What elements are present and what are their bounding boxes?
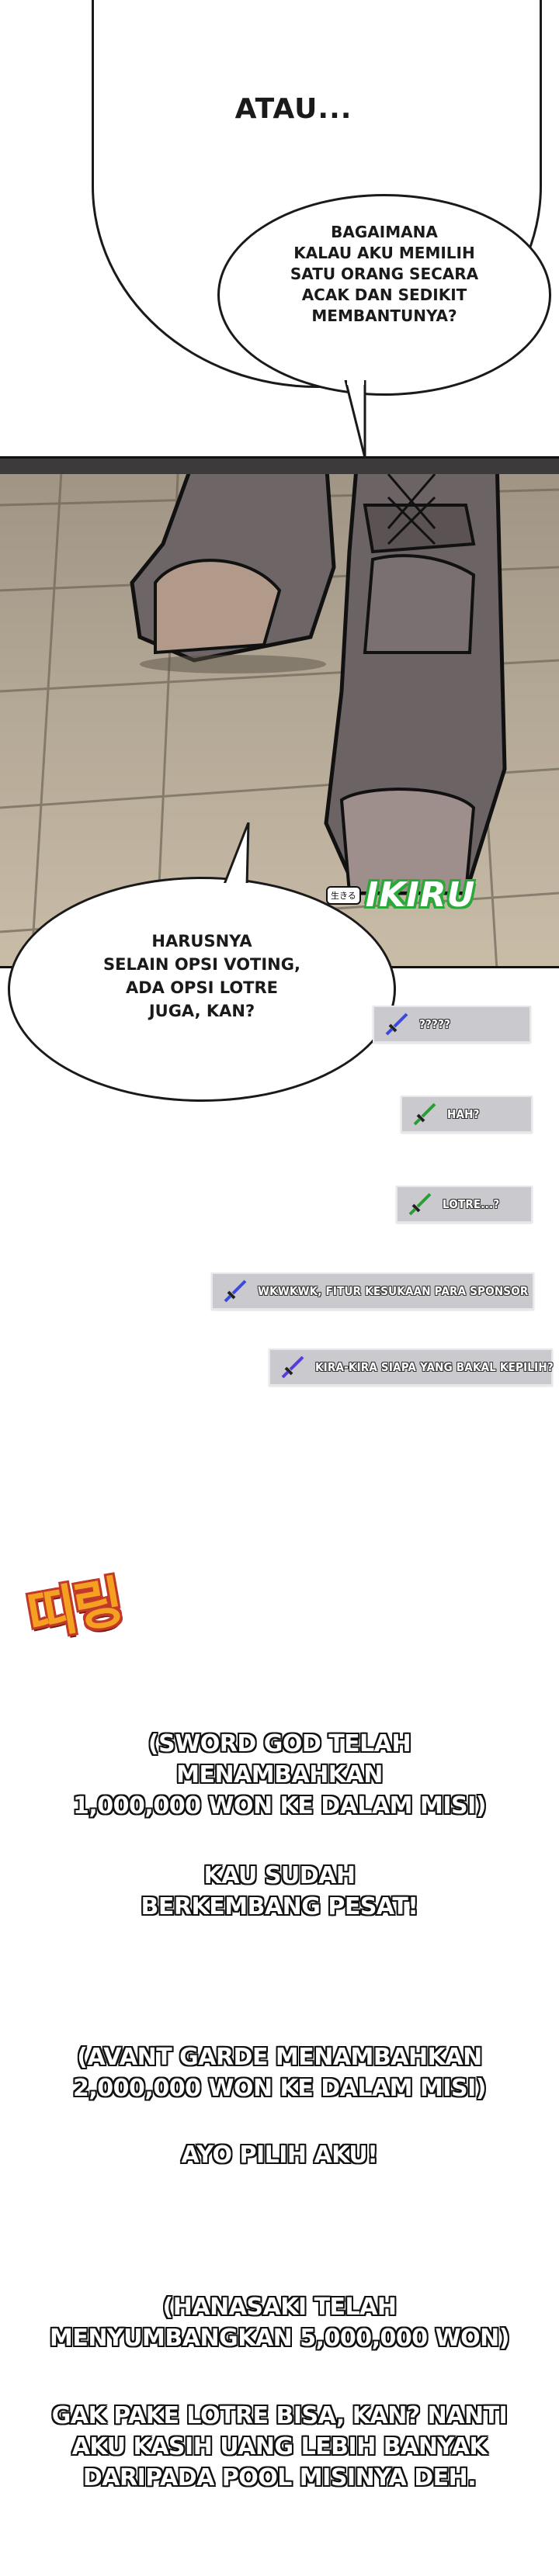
chat-message: HAH? — [401, 1096, 533, 1133]
sword-icon — [281, 1356, 304, 1379]
watermark-name: IKIRU — [365, 875, 476, 915]
chat-message: LOTRE...? — [396, 1186, 533, 1223]
panel-artwork — [0, 459, 559, 966]
chat-text: WKWKWK, FITUR KESUKAAN PARA SPONSOR — [258, 1284, 529, 1298]
speech-bubble-top-inner — [217, 194, 551, 396]
narration-gak-pake-lotre: GAK PAKE LOTRE BISA, KAN? NANTI AKU KASI… — [51, 2402, 508, 2491]
bubble-mid-text: HARUSNYA SELAIN OPSI VOTING, ADA OPSI LO… — [103, 932, 300, 1020]
bubble-mid-tail — [221, 822, 250, 891]
narration-sword-god: (SWORD GOD TELAH MENAMBAHKAN 1,000,000 W… — [73, 1730, 486, 1819]
watermark-badge: 生きる — [326, 885, 361, 905]
chat-message: ????? — [373, 1006, 531, 1043]
sword-icon — [413, 1103, 436, 1126]
narration-kau-sudah: KAU SUDAH BERKEMBANG PESAT! — [141, 1862, 418, 1920]
sword-icon — [408, 1193, 432, 1216]
speech-bubble-mid — [8, 877, 396, 1102]
bubble-top-big: ATAU... — [234, 93, 352, 125]
narration-ayo-pilih: AYO PILIH AKU! — [181, 2141, 378, 2169]
chat-text: ????? — [419, 1017, 451, 1031]
bubble-top-inner-text: BAGAIMANA KALAU AKU MEMILIH SATU ORANG S… — [290, 223, 479, 325]
chat-message: WKWKWK, FITUR KESUKAAN PARA SPONSOR — [211, 1272, 534, 1310]
chat-text: KIRA-KIRA SIAPA YANG BAKAL KEPILIH? — [315, 1360, 554, 1374]
chat-text: HAH? — [447, 1107, 480, 1121]
sword-icon — [224, 1279, 247, 1303]
comic-panel — [0, 456, 559, 968]
chat-message: KIRA-KIRA SIAPA YANG BAKAL KEPILIH? — [269, 1349, 554, 1386]
narration-avant-garde: (AVANT GARDE MENAMBAHKAN 2,000,000 WON K… — [73, 2044, 486, 2102]
narration-hanasaki: (HANASAKI TELAH MENYUMBANGKAN 5,000,000 … — [50, 2294, 510, 2352]
chat-text: LOTRE...? — [443, 1197, 500, 1211]
sword-icon — [385, 1013, 408, 1036]
ikiru-watermark: 生きる IKIRU — [326, 875, 475, 915]
bubble-tail — [344, 380, 366, 459]
sfx-ding: 띠링 — [22, 1570, 126, 1649]
